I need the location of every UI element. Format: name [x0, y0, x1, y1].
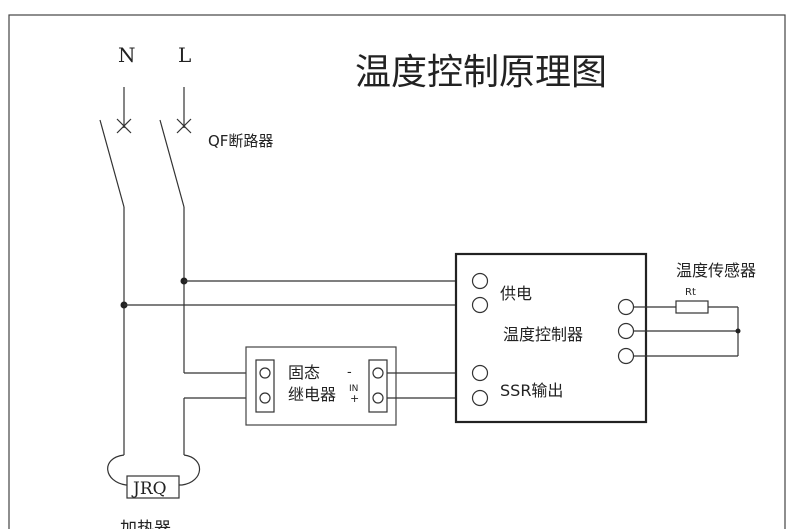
live-line-label: L	[178, 43, 191, 67]
sensor-label: 温度传感器	[676, 261, 756, 280]
ssr-input-terminal-minus	[372, 367, 384, 379]
controller-ssr-terminal-2	[471, 389, 489, 407]
ssr-load-terminal-1	[259, 367, 271, 379]
controller-power-label: 供电	[500, 284, 532, 303]
heater-symbol	[107, 454, 201, 499]
ssr-label-line1: 固态	[288, 363, 320, 382]
controller-sensor-terminal-2	[617, 322, 635, 340]
ssr-minus-label: -	[347, 365, 352, 380]
ssr-in-label: IN	[349, 384, 358, 394]
ssr-input-terminal-plus	[372, 392, 384, 404]
controller-sensor-terminal-3	[617, 347, 635, 365]
breaker-qf	[99, 87, 192, 208]
controller-power-terminal-1	[471, 272, 489, 290]
sensor-resistor-label: Rt	[685, 287, 696, 298]
controller-power-terminal-2	[471, 296, 489, 314]
controller-ssr-output-label: SSR输出	[500, 381, 563, 400]
diagram-title: 温度控制原理图	[355, 52, 607, 93]
heater-box-label: JRQ	[131, 479, 167, 499]
sensor-junction	[735, 328, 741, 334]
controller-ssr-terminal-1	[471, 364, 489, 382]
ssr-load-terminal-2	[259, 392, 271, 404]
neutral-line-label: N	[118, 43, 136, 67]
ssr-plus-label: +	[350, 392, 359, 405]
breaker-label: QF断路器	[208, 132, 273, 150]
controller-label: 温度控制器	[503, 325, 583, 344]
controller-sensor-terminal-1	[617, 298, 635, 316]
sensor-resistor-rt	[675, 300, 709, 314]
controller-box	[454, 252, 648, 424]
diagram-frame	[8, 14, 786, 529]
ssr-label-line2: 继电器	[288, 385, 336, 404]
heater-label: 加热器	[120, 519, 171, 529]
